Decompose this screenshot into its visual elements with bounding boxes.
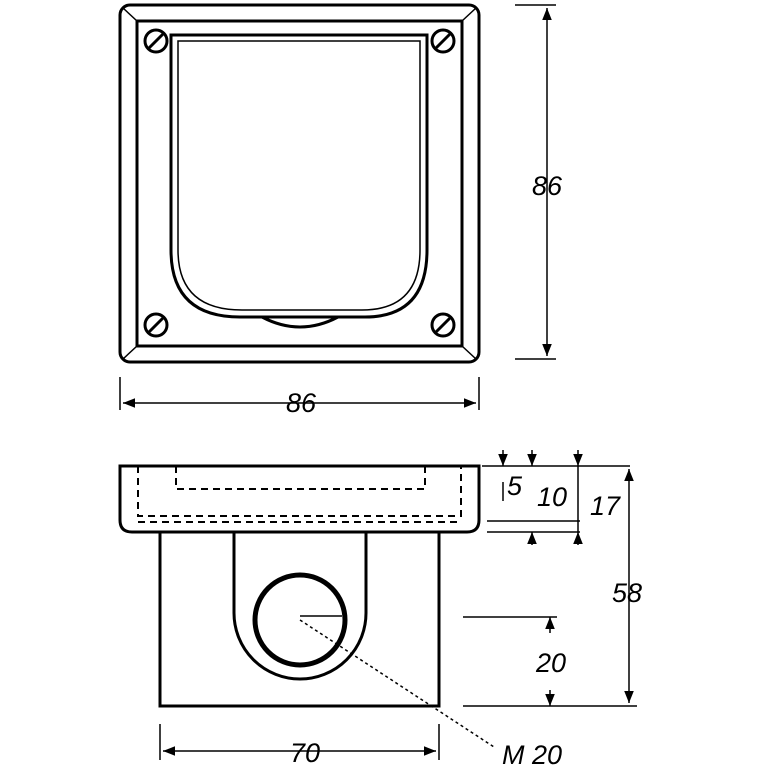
dim-side-height: 58 [463,469,642,707]
lid-inner [177,40,421,311]
screw-bottom-right [430,312,456,338]
screw-top-right [430,28,456,54]
front-view [118,3,481,364]
side-cap-hidden-inner [175,466,426,490]
screw-top-left [143,28,169,54]
screw-bottom-left [143,312,169,338]
thread-label: M 20 [502,740,562,768]
side-cap-hidden-outer [137,466,462,517]
dim-5-label: 5 [507,471,523,501]
lid-hinge [261,315,339,329]
dim-hole-height: 20 [463,616,566,706]
side-cap [118,464,481,534]
dim-front-width: 86 [119,377,480,418]
dim-58-label: 58 [612,578,642,608]
side-body [158,530,441,708]
cable-entry [232,532,368,681]
side-view [118,464,495,748]
dim-17-label: 17 [590,491,621,521]
front-outer-frame [118,3,481,364]
dim-70-label: 70 [290,738,320,768]
dim-side-width: 70 [159,724,440,768]
lid-plate [169,33,429,319]
dim-front-height-label: 86 [532,171,563,201]
dim-10-label: 10 [537,482,567,512]
dim-front-height: 86 [515,4,563,360]
dim-front-width-label: 86 [286,388,317,418]
front-inner-frame [135,19,464,348]
dim-20-label: 20 [535,648,566,678]
thread-ring [252,572,348,668]
dim-depths: 5 10 17 [482,450,630,545]
